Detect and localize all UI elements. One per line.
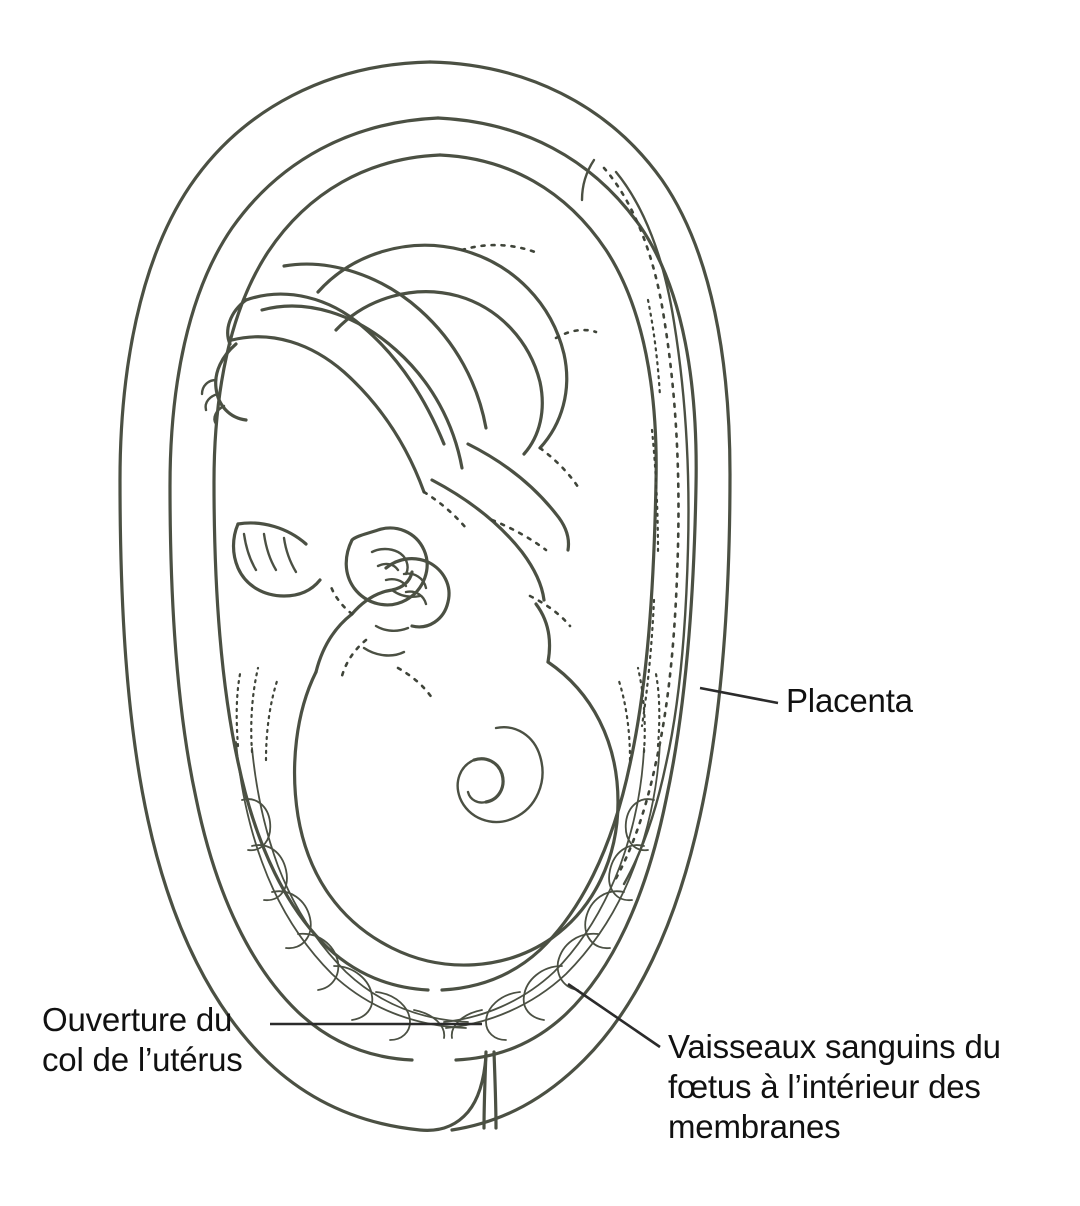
fetal-blood-vessels (235, 666, 661, 1041)
chorion-membrane (168, 116, 698, 1062)
amnion-membrane (212, 153, 658, 992)
leader-placenta (699, 686, 779, 705)
placenta-band (602, 166, 690, 886)
label-cervix-opening: Ouverture du col de l’utérus (42, 1001, 243, 1078)
fetus (200, 243, 620, 967)
label-fetal-blood-vessels: Vaisseaux sanguins du fœtus à l’intérieu… (668, 1028, 1001, 1145)
leader-lines (270, 686, 779, 1049)
uterine-wall-outline (118, 60, 732, 1132)
label-placenta: Placenta (786, 682, 913, 719)
leader-vessels (567, 982, 661, 1049)
